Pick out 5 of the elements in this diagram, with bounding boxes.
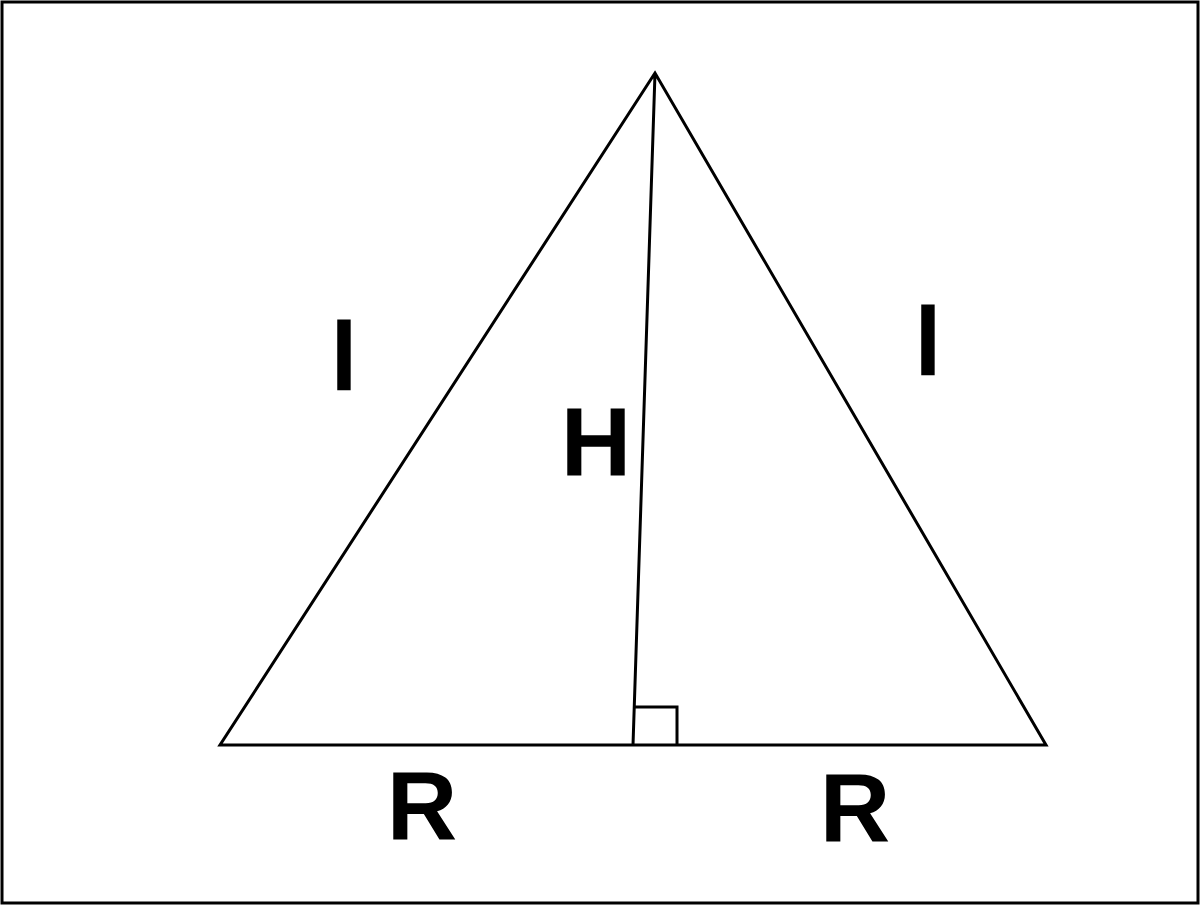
side-label: l <box>337 319 351 391</box>
radius-label: R <box>826 774 889 842</box>
radius-label: R <box>393 772 456 840</box>
side-label: l <box>921 304 935 376</box>
height-label: H <box>567 408 625 476</box>
